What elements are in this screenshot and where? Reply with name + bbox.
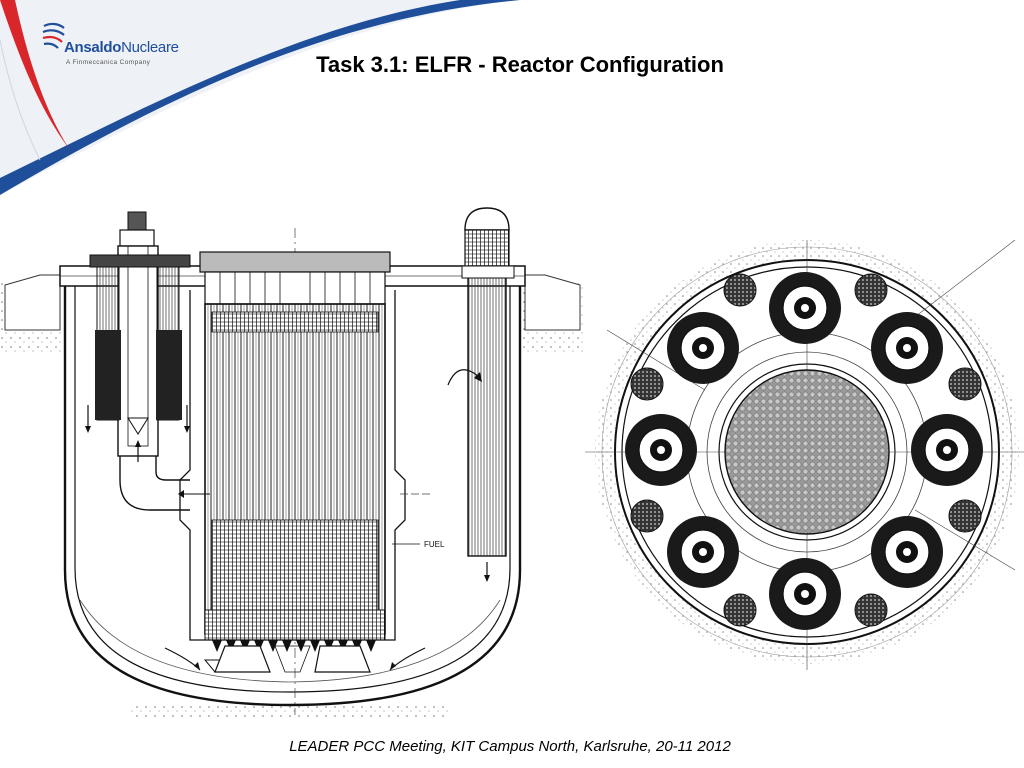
- steam-generator-ring: [625, 272, 983, 630]
- dhr-units: [630, 273, 982, 627]
- logo-wordmark: AnsaldoNucleare: [64, 39, 179, 56]
- reactor-elevation-drawing: FUEL: [0, 207, 585, 718]
- fuel-label: FUEL: [424, 540, 445, 549]
- slide-title: Task 3.1: ELFR - Reactor Configuration: [316, 52, 724, 77]
- core-plan: [724, 369, 890, 535]
- fuel-active-zone: [211, 519, 379, 611]
- ansaldo-nucleare-logo: AnsaldoNucleare A Finmeccanica Company: [40, 20, 180, 72]
- header-swoosh: [0, 0, 520, 195]
- reactor-plan-view-drawing: [585, 239, 1024, 670]
- slide-footer: LEADER PCC Meeting, KIT Campus North, Ka…: [289, 738, 731, 755]
- steam-generator: [467, 265, 507, 557]
- logo-mark-icon: [42, 22, 65, 49]
- logo-subtitle: A Finmeccanica Company: [66, 59, 151, 66]
